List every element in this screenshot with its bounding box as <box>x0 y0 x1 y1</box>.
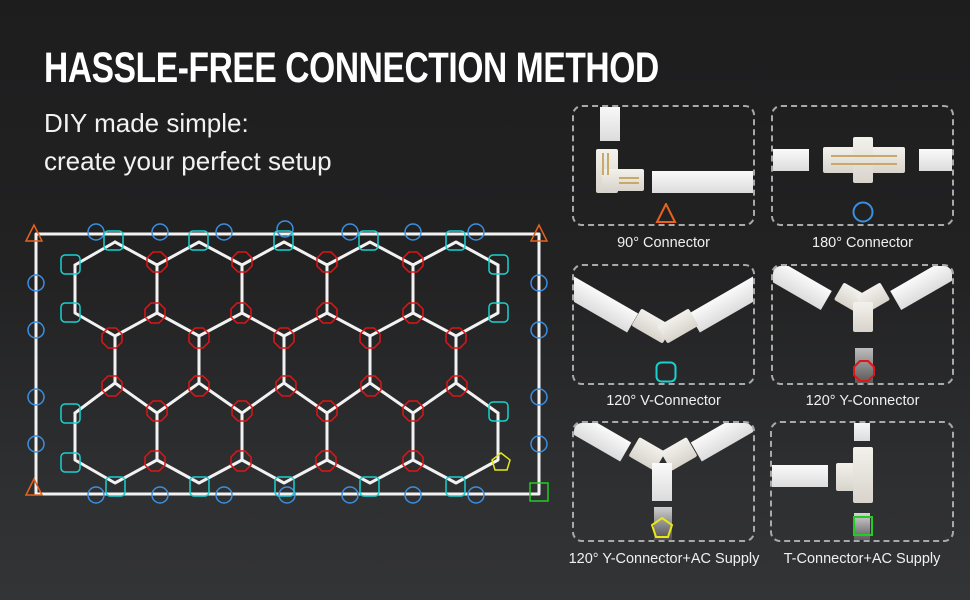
power-plug <box>654 507 672 540</box>
triangle-icon <box>24 223 549 496</box>
label-90-connector: 90° Connector <box>617 235 710 251</box>
profile-segment <box>574 273 639 333</box>
profile-segment <box>919 149 952 171</box>
page-title: HASSLE-FREE CONNECTION METHOD <box>44 44 659 92</box>
profile-segment <box>854 423 870 441</box>
subtitle-line-2: create your perfect setup <box>44 146 332 176</box>
card-90-connector <box>572 105 755 226</box>
square-icon <box>529 482 549 502</box>
profile-segment <box>688 273 753 333</box>
connector-pins <box>831 155 897 157</box>
label-120-y-connector: 120° Y-Connector <box>805 393 920 409</box>
connector-pins <box>602 153 604 175</box>
pentagon-icon <box>491 452 511 471</box>
connector-pins <box>619 182 639 184</box>
profile-segment <box>773 149 809 171</box>
connector-body <box>602 169 644 191</box>
circle-icon <box>852 201 874 223</box>
card-120-y-connector <box>771 264 954 385</box>
connector-body <box>652 463 672 501</box>
circle-icon <box>27 220 548 504</box>
label-180-connector: 180° Connector <box>812 235 913 251</box>
profile-segment <box>690 423 753 462</box>
octagon-icon <box>101 251 468 472</box>
connector-body <box>853 137 873 183</box>
card-t-ac-connector <box>770 421 954 542</box>
hexagon-layout-diagram <box>24 220 549 504</box>
rounded-square-icon <box>60 230 509 497</box>
label-t-ac-connector: T-Connector+AC Supply <box>783 551 941 567</box>
card-120-v-connector <box>572 264 755 385</box>
connector-pins <box>831 163 897 165</box>
profile-segment <box>773 266 832 311</box>
rounded-square-icon <box>655 361 677 383</box>
connector-body <box>853 302 873 332</box>
label-120-y-ac-connector: 120° Y-Connector+AC Supply <box>568 551 760 567</box>
subtitle-line-1: DIY made simple: <box>44 108 249 138</box>
subtitle: DIY made simple: create your perfect set… <box>44 104 332 180</box>
card-120-y-ac-connector <box>572 421 755 542</box>
profile-segment <box>772 465 828 487</box>
profile-segment <box>652 171 753 193</box>
card-180-connector <box>771 105 954 226</box>
frame-and-hexagons <box>34 232 541 496</box>
label-120-v-connector: 120° V-Connector <box>606 393 721 409</box>
connector-body <box>853 447 873 503</box>
power-plug <box>854 513 870 540</box>
pentagon-icon <box>650 517 674 538</box>
profile-segment <box>574 423 632 462</box>
octagon-icon <box>853 360 875 382</box>
square-icon <box>853 516 873 536</box>
power-plug <box>855 348 873 383</box>
connector-pins <box>619 177 639 179</box>
profile-segment <box>890 266 952 311</box>
connector-pins <box>607 153 609 175</box>
profile-segment <box>600 107 620 141</box>
triangle-icon <box>655 203 677 223</box>
